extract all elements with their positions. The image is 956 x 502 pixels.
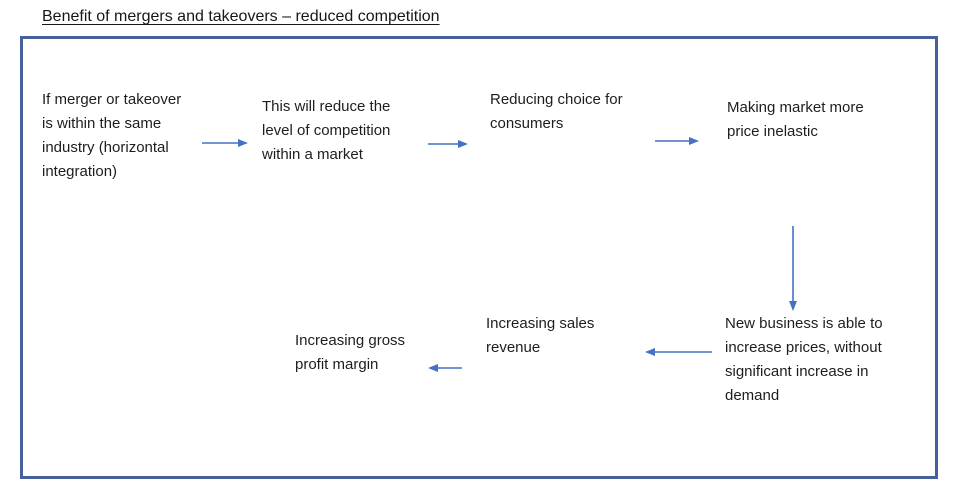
node-gross-profit-margin: Increasing gross profit margin xyxy=(295,332,406,373)
node-reducing-choice: Reducing choice for consumers xyxy=(490,91,623,132)
node-reduce-competition: This will reduce the level of competitio… xyxy=(262,98,391,163)
node-price-inelastic: Making market more price inelastic xyxy=(727,99,864,140)
node-sales-revenue: Increasing sales revenue xyxy=(486,315,595,356)
node-horizontal-integration: If merger or takeover is within the same… xyxy=(42,91,182,180)
page-title: Benefit of mergers and takeovers – reduc… xyxy=(42,8,440,25)
diagram-frame xyxy=(20,36,938,479)
node-new-business-prices: New business is able to increase prices,… xyxy=(725,315,883,404)
